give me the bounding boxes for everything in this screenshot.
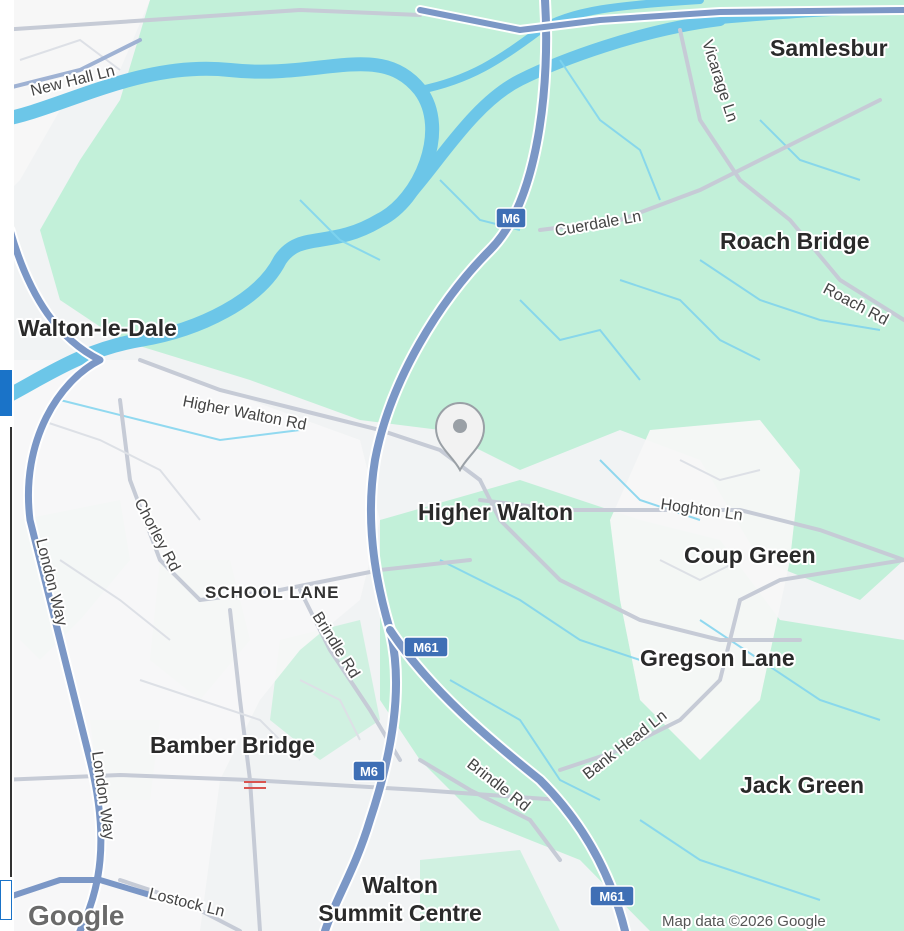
local-streets	[19, 38, 761, 761]
place-roach-bridge: Roach Bridge	[720, 228, 870, 254]
m61-shield-south: M61	[589, 885, 635, 907]
location-pin-icon[interactable]	[434, 401, 486, 473]
svg-text:M6: M6	[502, 211, 520, 226]
svg-text:M61: M61	[599, 889, 624, 904]
m61-shield-mid: M61	[403, 636, 449, 658]
rail-station-icon	[244, 781, 266, 789]
map-copyright[interactable]: Map data ©2026 Google	[660, 911, 828, 931]
left-edge-divider	[10, 427, 12, 877]
place-gregson-lane: Gregson Lane	[640, 645, 795, 671]
place-higher-walton: Higher Walton	[418, 499, 573, 525]
left-edge-tab-button[interactable]	[0, 370, 12, 416]
place-school-lane: SCHOOL LANE	[205, 583, 339, 602]
svg-text:M61: M61	[413, 640, 438, 655]
place-labels: Samlesbur Roach Bridge Walton-le-Dale Hi…	[16, 33, 890, 928]
left-edge-bottom-button[interactable]	[0, 880, 12, 920]
place-walton-le-dale: Walton-le-Dale	[18, 315, 177, 341]
minor-roads	[0, 7, 904, 931]
m6-shield-south: M6	[352, 760, 386, 782]
place-walton-summit-line1: Walton	[362, 872, 438, 898]
google-logo: Google	[28, 900, 124, 931]
place-jack-green: Jack Green	[740, 772, 864, 798]
place-samlesbury: Samlesbur	[770, 35, 888, 61]
svg-text:M6: M6	[360, 764, 378, 779]
place-walton-summit-line2: Summit Centre	[318, 900, 482, 926]
place-coup-green: Coup Green	[684, 542, 816, 568]
m6-shield-north: M6	[495, 207, 527, 229]
place-bamber-bridge: Bamber Bridge	[150, 732, 315, 758]
